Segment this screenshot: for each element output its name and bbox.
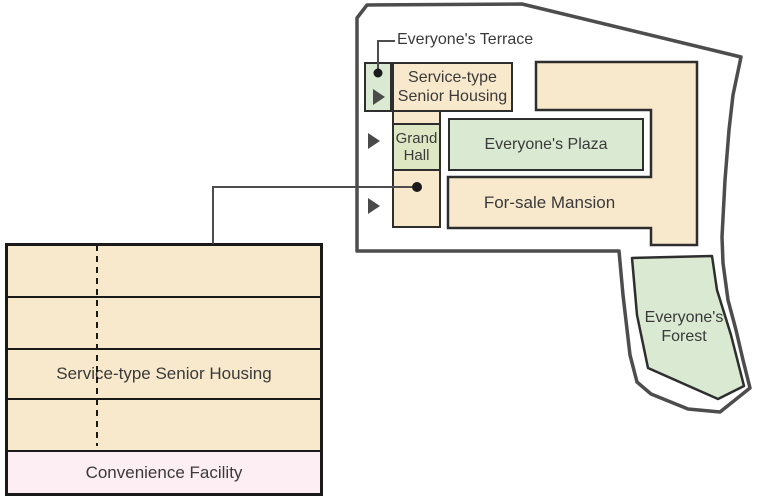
forest-label: Everyone's Forest	[634, 303, 734, 353]
table-row-2	[8, 296, 320, 348]
legend-table: Service-type Senior Housing Convenience …	[5, 243, 323, 496]
grand-hall-building: Grand Hall	[392, 123, 441, 171]
main-building-shape	[446, 60, 699, 247]
table-row-4	[8, 398, 320, 450]
table-row-5-label: Convenience Facility	[85, 462, 243, 482]
senior-housing-label-line2: Senior Housing	[397, 88, 508, 105]
senior-housing-building: Service-type Senior Housing	[392, 62, 513, 112]
table-row-3: Service-type Senior Housing	[8, 348, 320, 398]
plaza-label: Everyone's Plaza	[484, 135, 608, 153]
table-row-1	[8, 246, 320, 296]
table-row-3-label: Service-type Senior Housing	[56, 364, 272, 383]
plaza-area: Everyone's Plaza	[448, 118, 644, 171]
forest-label-line2: Forest	[661, 328, 707, 345]
table-row-5: Convenience Facility	[8, 450, 320, 493]
forest-label-line1: Everyone's	[644, 309, 724, 327]
grand-hall-label-line2: Hall	[403, 147, 430, 164]
terrace-label: Everyone's Terrace	[397, 31, 557, 50]
terrace-label-text: Everyone's Terrace	[397, 31, 534, 48]
senior-housing-label-line1: Service-type	[408, 68, 497, 86]
forest-area-shape	[630, 254, 746, 401]
mansion-label-text: For-sale Mansion	[483, 192, 616, 212]
grand-hall-label-line1: Grand	[395, 129, 438, 147]
mansion-label: For-sale Mansion	[449, 178, 650, 228]
terrace-building	[364, 62, 392, 112]
